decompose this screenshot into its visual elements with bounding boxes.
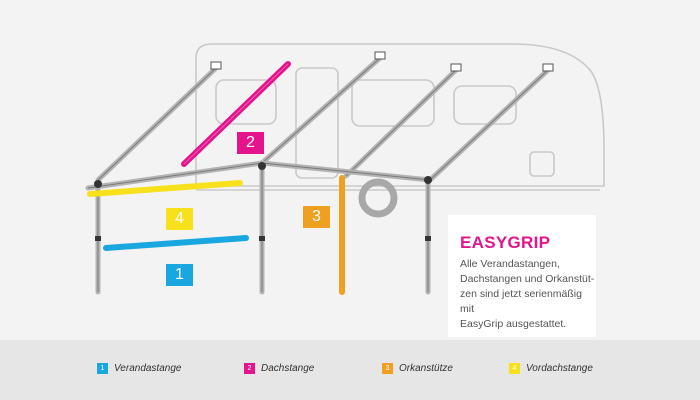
badge-verandastange: 1: [166, 264, 193, 286]
vordachstange-pole: [87, 180, 243, 197]
legend-label-vordachstange: Vordachstange: [526, 363, 593, 374]
caravan-wheel: [358, 178, 398, 218]
legend-swatch-orkanstuetze: 3: [382, 363, 393, 374]
awning-frame-diagram: [85, 43, 605, 295]
legend-item-verandastange: 1 Verandastange: [97, 363, 181, 374]
legend-swatch-dachstange: 2: [244, 363, 255, 374]
rafter-end-caps: [210, 51, 554, 72]
easygrip-title: EASYGRIP: [460, 233, 551, 252]
verandastange-pole: [103, 235, 249, 251]
legend-label-orkanstuetze: Orkanstütze: [399, 363, 453, 374]
legend-item-dachstange: 2 Dachstange: [244, 363, 314, 374]
legend-label-dachstange: Dachstange: [261, 363, 315, 374]
easygrip-description: Alle Verandastangen, Dachstangen und Ork…: [460, 258, 595, 330]
legend-item-orkanstuetze: 3 Orkanstütze: [382, 363, 453, 374]
roof-rafters: [95, 55, 551, 183]
dachstange-pole: [181, 61, 291, 167]
badge-dachstange: 2: [237, 132, 264, 154]
badge-orkanstuetze: 3: [303, 206, 330, 228]
easygrip-info-box: EASYGRIP Alle Verandastangen, Dachstange…: [448, 215, 596, 337]
badge-vordachstange: 4: [166, 208, 193, 230]
legend-label-verandastange: Verandastange: [114, 363, 182, 374]
roof-rafters-outline: [97, 57, 549, 181]
legend-item-vordachstange: 4 Vordachstange: [509, 363, 593, 374]
legend-swatch-vordachstange: 4: [509, 363, 520, 374]
legend-swatch-verandastange: 1: [97, 363, 108, 374]
legend-bar: 1 Verandastange 2 Dachstange 3 Orkanstüt…: [0, 340, 700, 400]
frame-joints: [94, 162, 432, 241]
